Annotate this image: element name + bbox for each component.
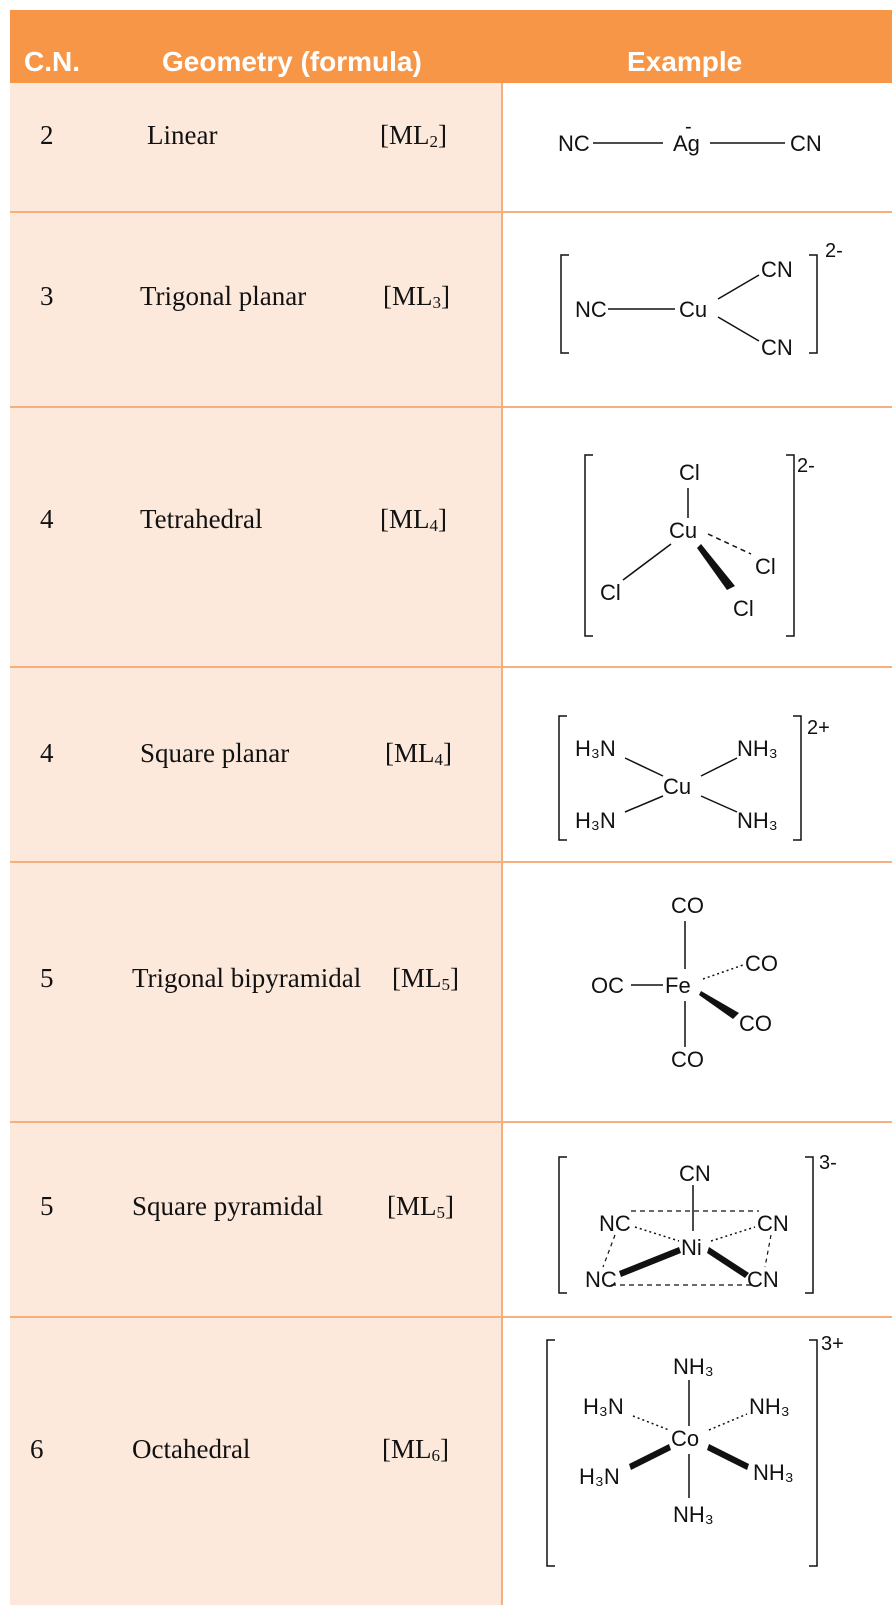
svg-text:CN: CN [679,1161,711,1186]
geometry-name: Trigonal planar [140,281,307,311]
geometry-formula: [ML6] [382,1434,449,1465]
geometry-formula: [ML3] [383,281,450,312]
header-example: Example [627,46,743,77]
geometry-formula: [ML5] [387,1191,454,1222]
svg-text:3-: 3- [819,1152,837,1174]
geometry-name: Square pyramidal [132,1191,324,1221]
svg-text:Cu: Cu [663,774,691,799]
table-row-linear: 2 Linear [ML2] NC - Ag CN [10,83,892,212]
cn-value: 5 [40,963,54,993]
svg-text:H₃N: H₃N [583,1394,624,1419]
svg-text:NH₃: NH₃ [749,1394,790,1419]
coordination-geometry-table: C.N. Geometry (formula) Example 2 Linear… [10,10,892,1605]
cn-value: 4 [40,738,54,768]
cn-value: 3 [40,281,54,311]
svg-text:2-: 2- [797,455,815,477]
svg-text:3+: 3+ [821,1333,844,1355]
svg-text:NH₃: NH₃ [737,736,778,761]
cn-value: 5 [40,1191,54,1221]
svg-text:NH₃: NH₃ [737,808,778,833]
svg-text:NC: NC [585,1267,617,1292]
table-row-square-pyramidal: 5 Square pyramidal [ML5] 3- CN NC CN Ni … [10,1123,892,1316]
svg-text:CN: CN [761,335,793,360]
svg-text:Cl: Cl [733,596,754,621]
table-row-tetrahedral: 4 Tetrahedral [ML4] 2- Cl Cu Cl Cl Cl [10,408,892,666]
svg-text:CN: CN [790,131,822,156]
table-row-octahedral: 6 Octahedral [ML6] 3+ NH₃ H₃N NH₃ Co H₃N… [10,1318,892,1605]
geometry-name: Linear [147,120,218,150]
geometry-formula: [ML4] [385,738,452,769]
svg-text:CN: CN [747,1267,779,1292]
svg-text:Cu: Cu [669,518,697,543]
svg-text:OC: OC [591,973,624,998]
svg-text:CO: CO [671,893,704,918]
svg-text:2-: 2- [825,240,843,262]
svg-text:NH₃: NH₃ [673,1502,714,1527]
svg-text:Ag: Ag [673,131,700,156]
svg-text:Cu: Cu [679,297,707,322]
svg-text:CO: CO [745,951,778,976]
svg-text:CO: CO [739,1011,772,1036]
octahedral-structure: 3+ NH₃ H₃N NH₃ Co H₃N NH₃ NH₃ [546,1333,844,1567]
svg-text:-: - [685,116,692,138]
table-row-trigonal-planar: 3 Trigonal planar [ML3] 2- NC Cu CN CN [10,213,892,406]
svg-text:H₃N: H₃N [575,808,616,833]
svg-text:NC: NC [575,297,607,322]
svg-text:Fe: Fe [665,973,691,998]
svg-text:H₃N: H₃N [579,1464,620,1489]
svg-text:Cl: Cl [679,460,700,485]
table-row-square-planar: 4 Square planar [ML4] 2+ H₃N NH₃ Cu H₃N … [10,668,892,861]
svg-text:NH₃: NH₃ [673,1354,714,1379]
geometry-name: Trigonal bipyramidal [132,963,362,993]
geometry-formula: [ML5] [392,963,459,994]
svg-text:Ni: Ni [681,1235,702,1260]
svg-text:Co: Co [671,1426,699,1451]
cn-value: 4 [40,504,54,534]
svg-text:NC: NC [599,1211,631,1236]
svg-text:NH₃: NH₃ [753,1460,794,1485]
svg-text:CO: CO [671,1047,704,1072]
table-row-trigonal-bipyramidal: 5 Trigonal bipyramidal [ML5] CO OC Fe CO… [10,863,892,1121]
svg-text:CN: CN [761,257,793,282]
geometry-name: Tetrahedral [140,504,263,534]
square-planar-structure: 2+ H₃N NH₃ Cu H₃N NH₃ [558,715,830,841]
svg-text:Cl: Cl [600,580,621,605]
trigonal-bipyramidal-structure: CO OC Fe CO CO CO [591,893,778,1072]
header-geometry: Geometry (formula) [162,46,422,77]
svg-text:CN: CN [757,1211,789,1236]
tetrahedral-structure: 2- Cl Cu Cl Cl Cl [584,454,815,637]
trigonal-planar-structure: 2- NC Cu CN CN [560,240,843,360]
linear-structure: NC - Ag CN [558,116,822,156]
svg-text:Cl: Cl [755,554,776,579]
geometry-name: Octahedral [132,1434,251,1464]
cn-value: 2 [40,120,54,150]
svg-text:NC: NC [558,131,590,156]
svg-text:2+: 2+ [807,717,830,739]
cn-value: 6 [30,1434,44,1464]
geometry-formula: [ML4] [380,504,447,535]
table-header: C.N. Geometry (formula) Example [10,10,892,83]
geometry-formula: [ML2] [380,120,447,151]
geometry-name: Square planar [140,738,290,768]
svg-text:H₃N: H₃N [575,736,616,761]
header-cn: C.N. [24,46,80,77]
square-pyramidal-structure: 3- CN NC CN Ni NC CN [558,1152,837,1294]
